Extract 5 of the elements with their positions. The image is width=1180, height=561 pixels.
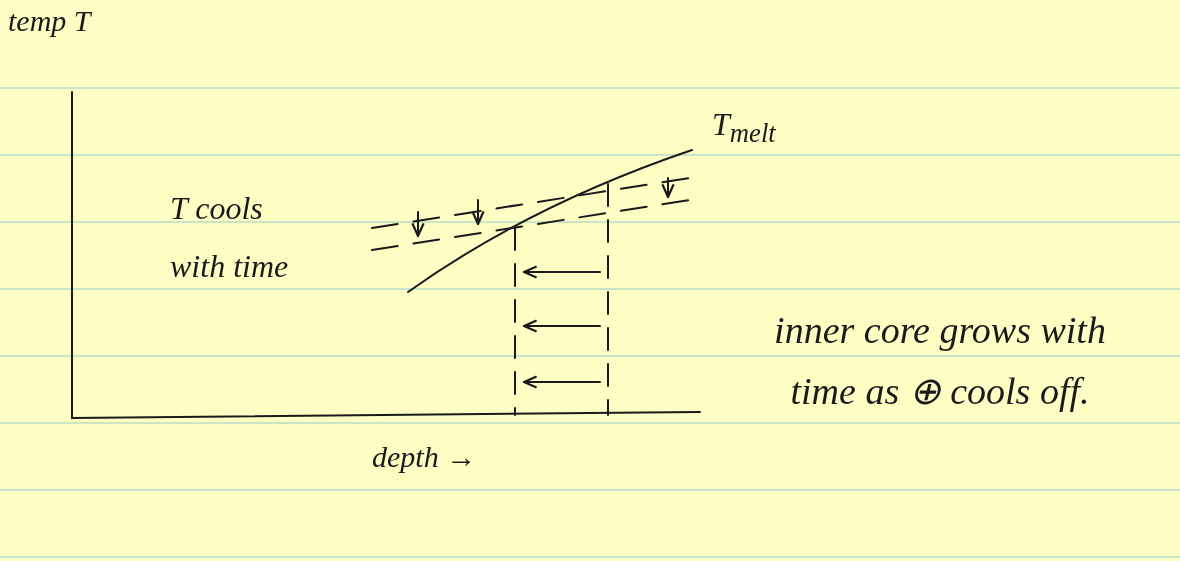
curve-label: T$_{melt}$	[712, 106, 777, 150]
annotation-text: T cools with time	[170, 189, 290, 286]
axis-label: depth →	[372, 440, 478, 475]
annotation-text: inner core grows with time as ⊕ cools off.	[773, 308, 1107, 414]
axis-label: temp T	[8, 4, 93, 39]
